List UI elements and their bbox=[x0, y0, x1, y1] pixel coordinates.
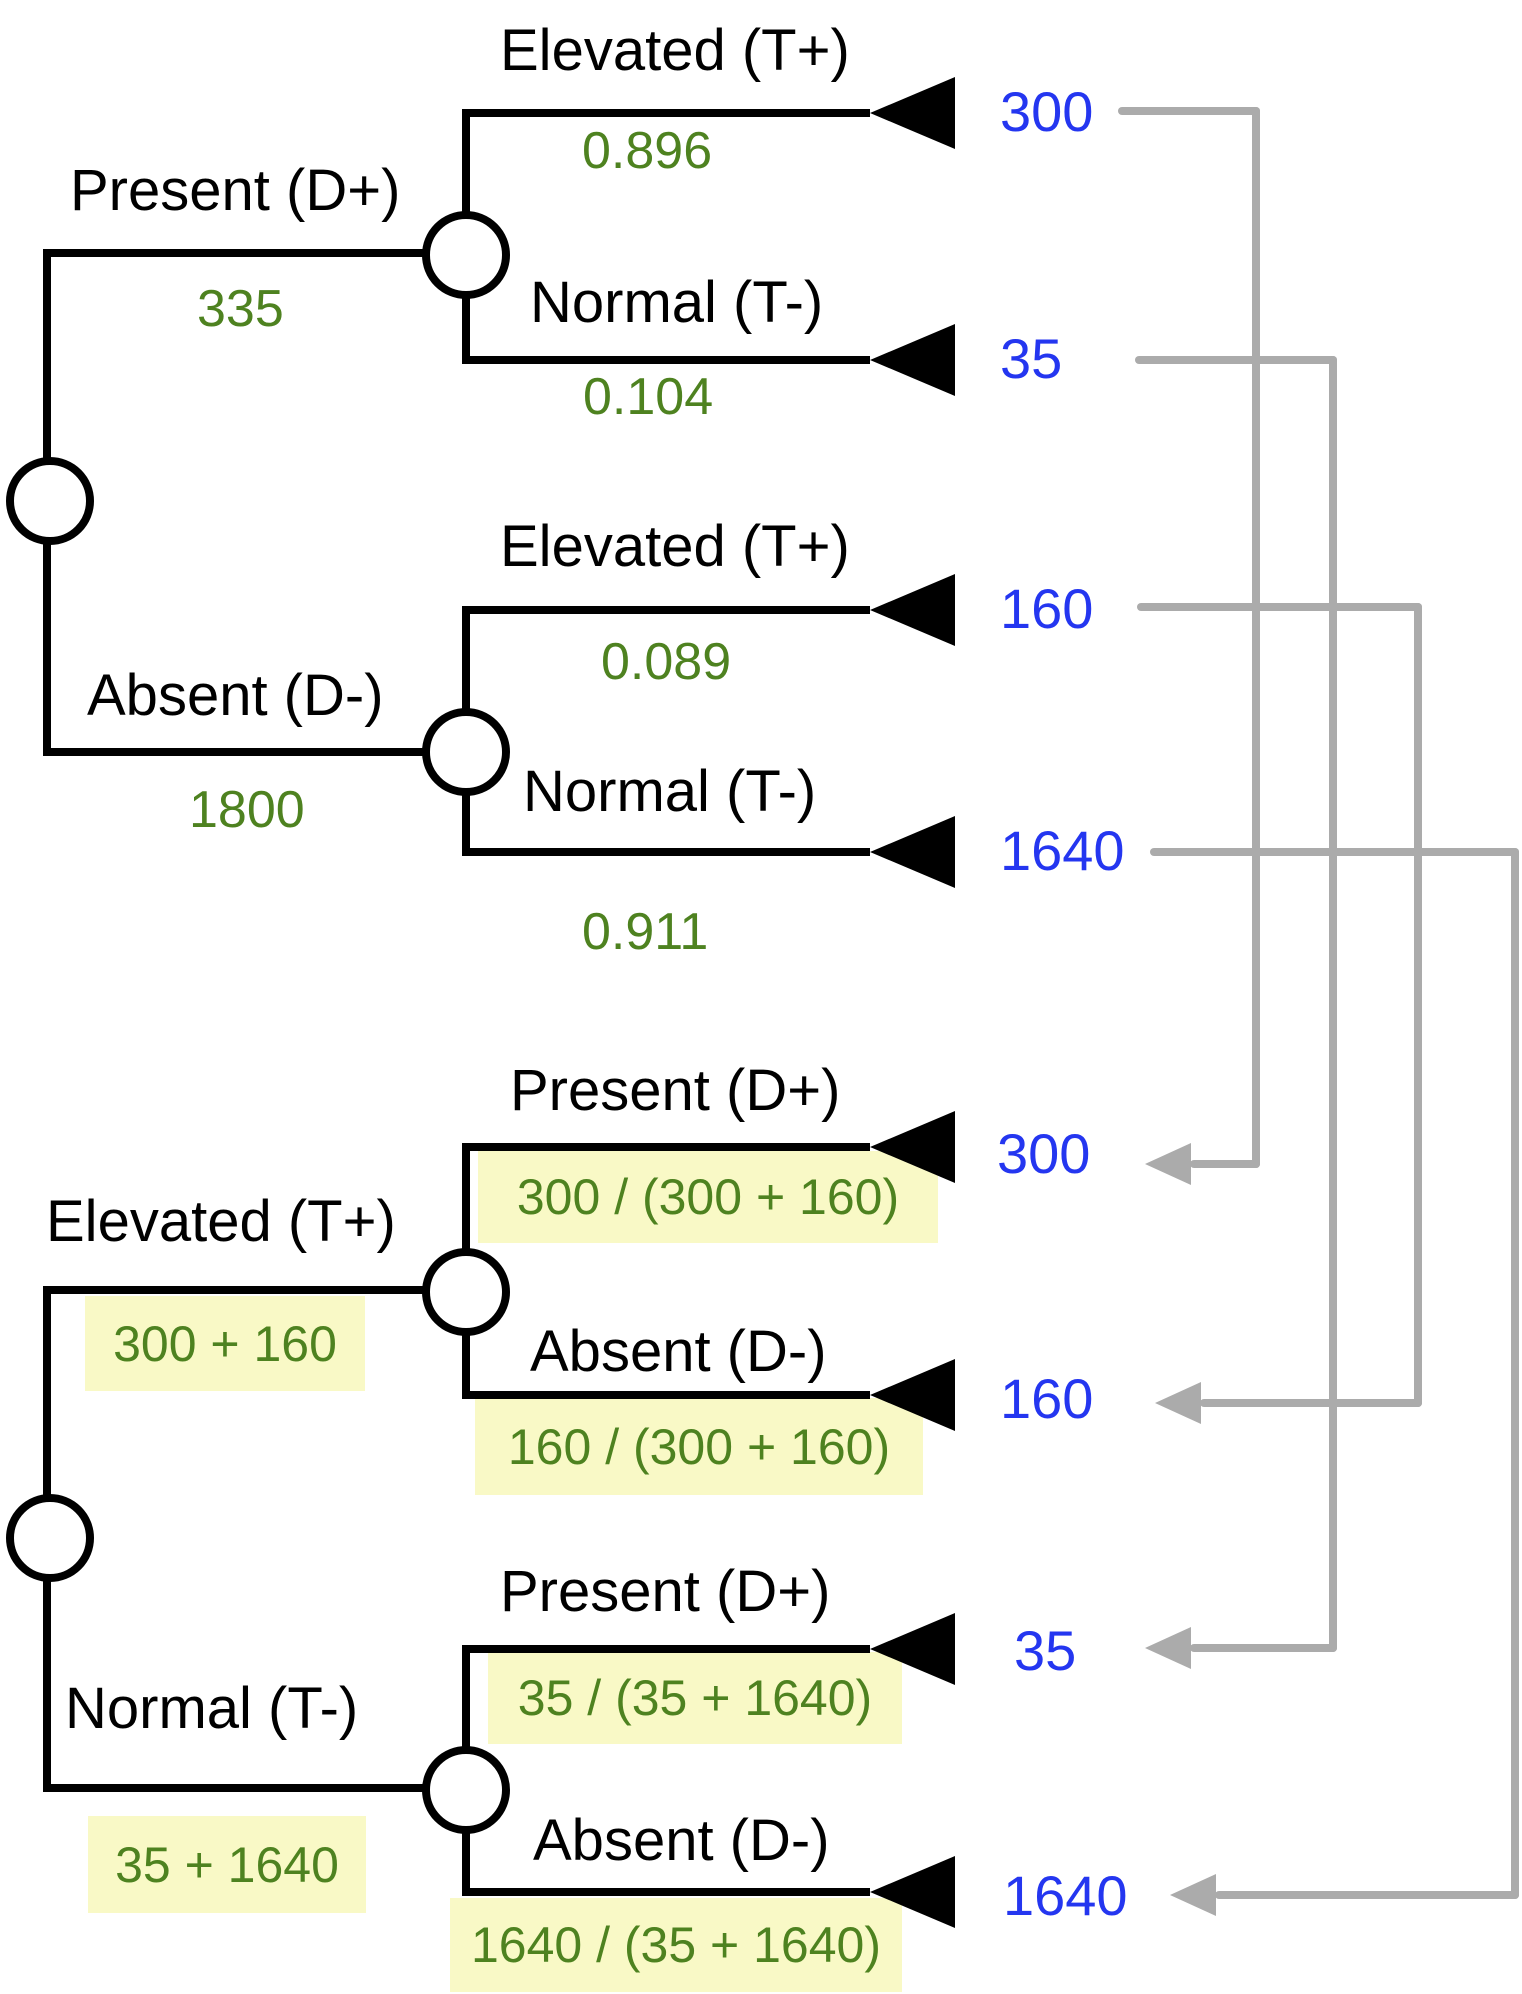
formula-present-given-normal: 35 / (35 + 1640) bbox=[517, 1670, 873, 1726]
highlight-formula-absent-given-normal: 1640 / (35 + 1640) bbox=[450, 1898, 902, 1992]
top-present-node bbox=[422, 211, 510, 299]
connector-35-arrowhead-icon bbox=[1145, 1627, 1191, 1669]
bottom-branch-normal bbox=[43, 1784, 428, 1792]
connector-160-vertical bbox=[1414, 603, 1422, 1407]
highlight-formula-present-given-elevated: 300 / (300 + 160) bbox=[478, 1151, 938, 1243]
top-branch-present bbox=[43, 249, 428, 257]
bottom-root-node bbox=[6, 1494, 94, 1582]
top-branch-elevated1-vertical bbox=[462, 109, 470, 259]
top-root-node bbox=[6, 457, 94, 545]
normal-total-value: 35 + 1640 bbox=[115, 1836, 339, 1893]
highlight-normal-total: 35 + 1640 bbox=[88, 1816, 366, 1913]
top-leaf-normal2-count: 1640 bbox=[1000, 819, 1125, 882]
bottom-leaf-present1-count: 300 bbox=[997, 1122, 1091, 1185]
connector-300-top-segment bbox=[1118, 107, 1260, 115]
bottom-elevated-node bbox=[422, 1248, 510, 1336]
top-leaf-elevated1-prob: 0.896 bbox=[582, 122, 713, 180]
bottom-leaf-absent1-label: Absent (D-) bbox=[530, 1319, 827, 1384]
leaf-terminal-icon bbox=[870, 1359, 955, 1431]
connector-160-bottom-segment bbox=[1200, 1399, 1422, 1407]
top-leaf-normal1-prob: 0.104 bbox=[583, 368, 714, 426]
bottom-leaf-absent2-label: Absent (D-) bbox=[533, 1808, 830, 1873]
connector-300-arrowhead-icon bbox=[1145, 1143, 1191, 1185]
top-branch-absent-value: 1800 bbox=[189, 781, 305, 839]
connector-160-top-segment bbox=[1137, 603, 1422, 611]
top-leaf-elevated2-label: Elevated (T+) bbox=[500, 514, 850, 579]
top-branch-normal1-vertical bbox=[462, 255, 470, 364]
top-branch-absent bbox=[43, 748, 428, 756]
bottom-leaf-present2-count: 35 bbox=[1014, 1619, 1077, 1682]
elevated-total-value: 300 + 160 bbox=[113, 1315, 337, 1372]
bottom-branch-elevated bbox=[43, 1286, 428, 1294]
bottom-branch-present2 bbox=[462, 1645, 870, 1653]
bottom-leaf-present2-label: Present (D+) bbox=[500, 1559, 831, 1624]
connector-1640-bottom-segment bbox=[1215, 1891, 1519, 1899]
top-leaf-elevated1-count: 300 bbox=[1000, 80, 1094, 143]
bottom-branch-absent2 bbox=[462, 1888, 870, 1896]
top-leaf-normal1-count: 35 bbox=[1000, 327, 1063, 390]
top-branch-normal1 bbox=[462, 356, 870, 364]
connector-1640-arrowhead-icon bbox=[1170, 1874, 1216, 1916]
bottom-branch-absent2-vertical bbox=[462, 1790, 470, 1896]
leaf-terminal-icon bbox=[870, 77, 955, 149]
connector-300-bottom-segment bbox=[1190, 1160, 1260, 1168]
highlight-formula-present-given-normal: 35 / (35 + 1640) bbox=[488, 1652, 902, 1744]
top-leaf-elevated1-label: Elevated (T+) bbox=[500, 18, 850, 83]
highlight-formula-absent-given-elevated: 160 / (300 + 160) bbox=[475, 1398, 923, 1495]
highlight-elevated-total: 300 + 160 bbox=[85, 1296, 365, 1391]
bottom-branch-absent1-vertical bbox=[462, 1292, 470, 1399]
top-branch-present-label: Present (D+) bbox=[70, 158, 401, 223]
leaf-terminal-icon bbox=[870, 574, 955, 646]
formula-absent-given-elevated: 160 / (300 + 160) bbox=[507, 1418, 891, 1475]
bottom-branch-present1 bbox=[462, 1143, 870, 1151]
leaf-terminal-icon bbox=[870, 816, 955, 888]
top-branch-elevated2 bbox=[462, 606, 870, 614]
bottom-branch-normal-label: Normal (T-) bbox=[65, 1676, 359, 1741]
top-branch-elevated1 bbox=[462, 109, 870, 117]
bottom-leaf-absent2-count: 1640 bbox=[1003, 1864, 1128, 1927]
connector-1640-top-segment bbox=[1150, 848, 1519, 856]
connector-35-top-segment bbox=[1135, 356, 1337, 364]
bottom-leaf-absent1-count: 160 bbox=[1000, 1367, 1094, 1430]
formula-absent-given-normal: 1640 / (35 + 1640) bbox=[470, 1917, 882, 1973]
leaf-terminal-icon bbox=[870, 1856, 955, 1928]
top-leaf-elevated2-prob: 0.089 bbox=[601, 633, 732, 691]
top-leaf-elevated2-count: 160 bbox=[1000, 577, 1094, 640]
connector-35-vertical bbox=[1329, 356, 1337, 1652]
connector-1640-vertical bbox=[1511, 848, 1519, 1899]
connector-35-bottom-segment bbox=[1190, 1644, 1337, 1652]
top-leaf-normal2-prob: 0.911 bbox=[582, 903, 709, 961]
top-absent-node bbox=[422, 708, 510, 796]
leaf-terminal-icon bbox=[870, 1111, 955, 1183]
bottom-normal-node bbox=[422, 1746, 510, 1834]
top-leaf-normal2-label: Normal (T-) bbox=[523, 759, 817, 824]
connector-160-arrowhead-icon bbox=[1155, 1382, 1201, 1424]
top-branch-present-value: 335 bbox=[197, 280, 284, 338]
leaf-terminal-icon bbox=[870, 324, 955, 396]
top-branch-elevated2-vertical bbox=[462, 606, 470, 756]
top-branch-absent-label: Absent (D-) bbox=[87, 663, 384, 728]
bottom-branch-absent1 bbox=[462, 1391, 870, 1399]
formula-present-given-elevated: 300 / (300 + 160) bbox=[516, 1169, 900, 1225]
connector-300-vertical bbox=[1252, 107, 1260, 1168]
top-leaf-normal1-label: Normal (T-) bbox=[530, 270, 824, 335]
bottom-branch-present1-vertical bbox=[462, 1143, 470, 1292]
top-branch-normal2 bbox=[462, 848, 870, 856]
top-branch-normal2-vertical bbox=[462, 752, 470, 856]
bottom-branch-present2-vertical bbox=[462, 1645, 470, 1794]
bottom-leaf-present1-label: Present (D+) bbox=[510, 1058, 841, 1123]
bottom-branch-elevated-label: Elevated (T+) bbox=[46, 1189, 396, 1254]
leaf-terminal-icon bbox=[870, 1613, 955, 1685]
